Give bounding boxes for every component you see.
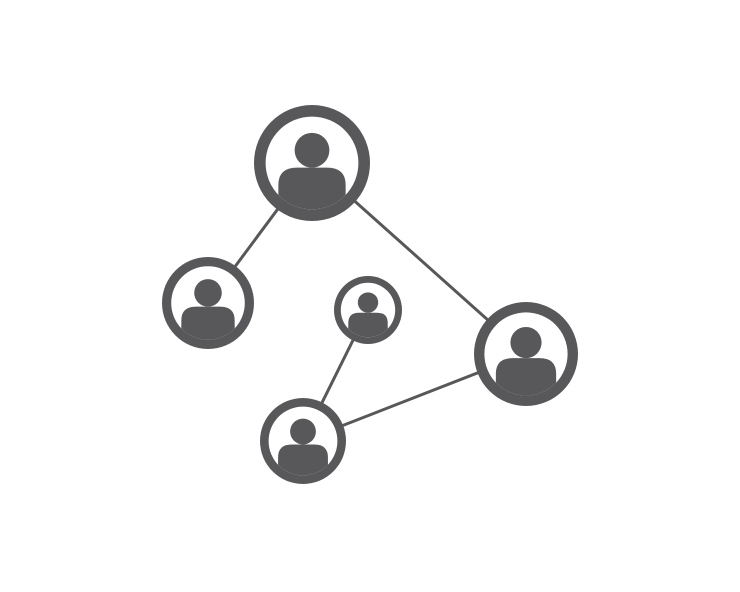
person-head [294, 132, 330, 168]
person-head [510, 326, 542, 359]
node-left [162, 257, 254, 349]
node-right [474, 302, 578, 406]
node-top [254, 105, 370, 221]
person-head [194, 279, 222, 307]
person-head [290, 418, 316, 445]
nodes [162, 105, 578, 484]
person-head [357, 292, 379, 313]
node-bottom [260, 398, 346, 484]
node-center-small [334, 276, 402, 344]
